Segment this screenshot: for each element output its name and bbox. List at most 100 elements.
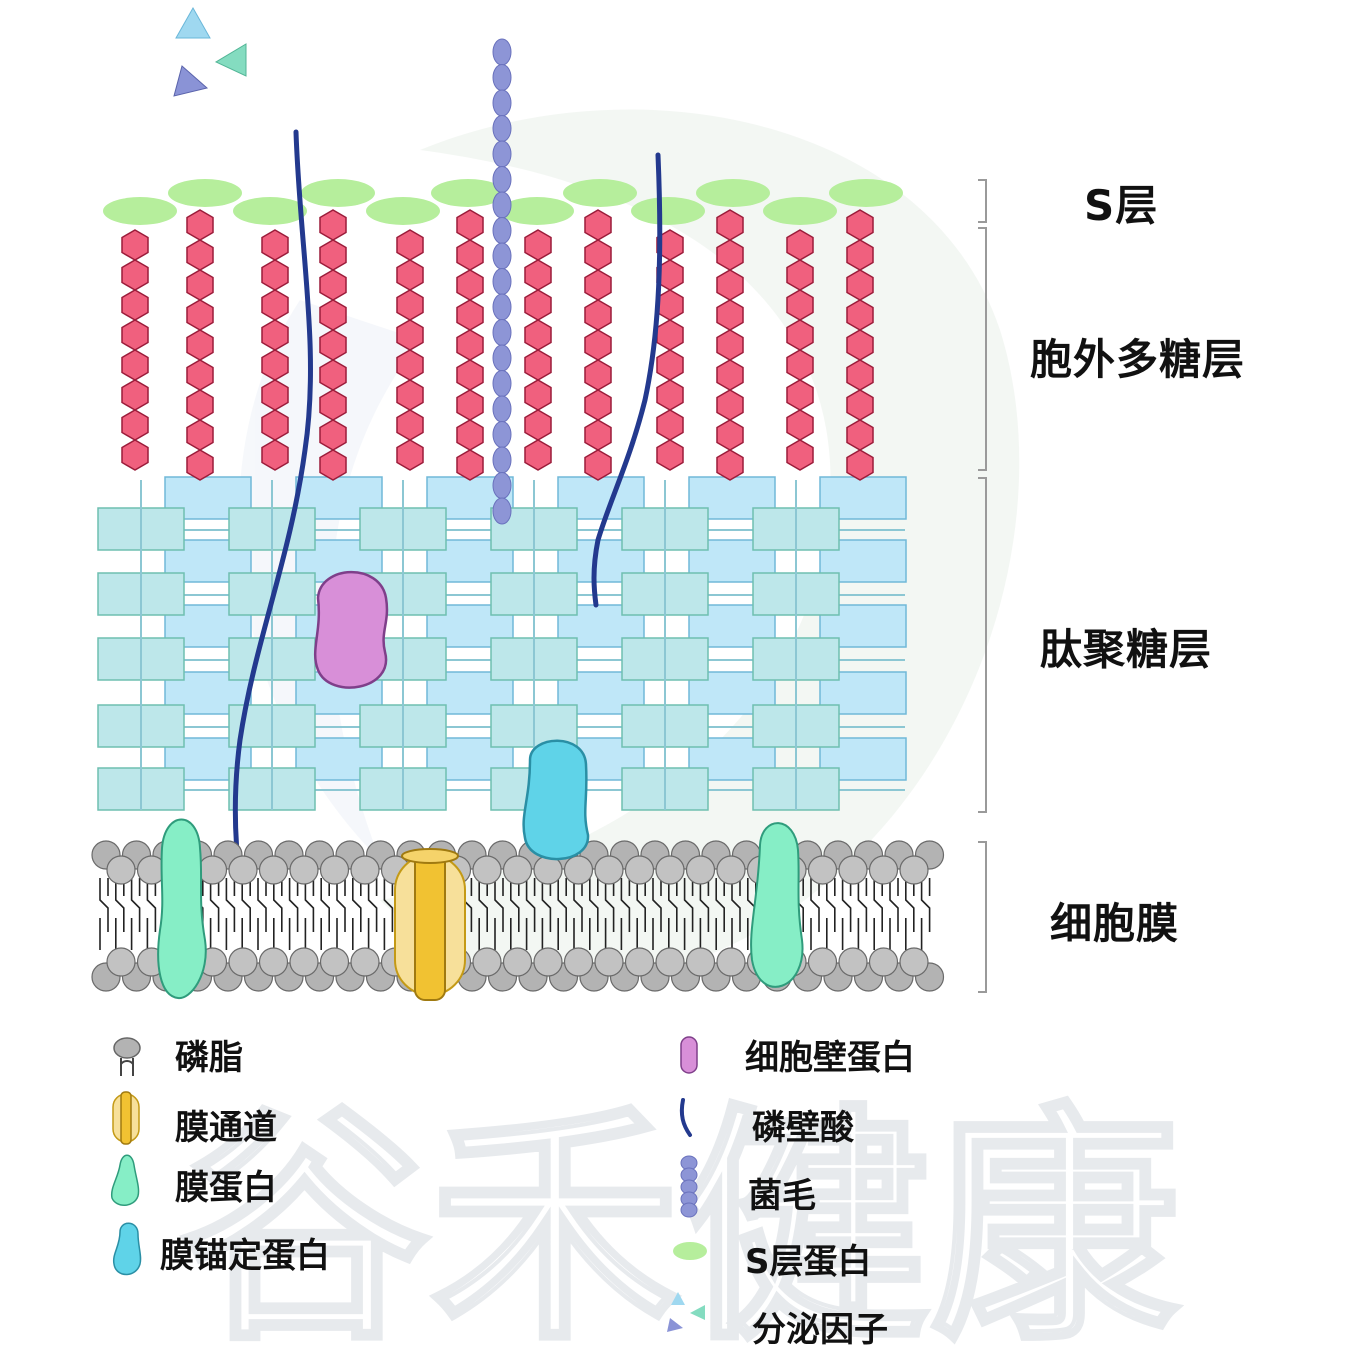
legend-label-phospholipid: 磷脂 xyxy=(175,1038,243,1078)
phospholipid-tail xyxy=(920,878,931,950)
phospholipid-tail xyxy=(146,878,157,950)
legend-label-s-layer-protein: S层蛋白 xyxy=(745,1242,872,1282)
polysaccharide-unit xyxy=(261,379,289,411)
polysaccharide-unit xyxy=(786,409,814,441)
polysaccharide-unit xyxy=(261,229,289,261)
polysaccharide-unit xyxy=(396,439,424,471)
s-layer-protein xyxy=(431,179,505,207)
polysaccharide-unit xyxy=(319,449,347,481)
phospholipid-tail xyxy=(115,878,125,950)
pilus-subunit xyxy=(492,268,512,295)
membrane-protein-icon xyxy=(110,1154,140,1206)
cell-wall-protein xyxy=(313,570,389,689)
polysaccharide-unit xyxy=(524,319,552,351)
phospholipid-head xyxy=(594,855,624,885)
polysaccharide-unit xyxy=(319,269,347,301)
phospholipid-tail xyxy=(241,878,251,950)
phospholipid-head xyxy=(594,947,624,977)
polysaccharide-unit xyxy=(396,289,424,321)
polysaccharide-unit xyxy=(319,239,347,271)
phospholipid-tail xyxy=(905,878,915,950)
phospholipid-head xyxy=(624,855,655,885)
polysaccharide-unit xyxy=(716,329,744,361)
polysaccharide-unit xyxy=(716,239,744,271)
phospholipid-head xyxy=(807,947,838,977)
polysaccharide-unit xyxy=(584,419,612,451)
phospholipid-head xyxy=(258,947,289,977)
phospholipid-head xyxy=(716,947,746,977)
polysaccharide-unit xyxy=(584,269,612,301)
phospholipid-head xyxy=(899,855,929,885)
polysaccharide-unit xyxy=(261,289,289,321)
polysaccharide-unit xyxy=(846,449,874,481)
bracket-membrane xyxy=(978,841,987,993)
polysaccharide-unit xyxy=(121,259,149,291)
teichoic-acid-icon xyxy=(679,1098,692,1137)
polysaccharide-unit xyxy=(186,209,214,241)
phospholipid-icon xyxy=(113,1037,141,1076)
phospholipid-head xyxy=(258,855,289,885)
phospholipid-head xyxy=(563,855,594,885)
cell-wall-protein-icon xyxy=(680,1036,698,1074)
polysaccharide-unit xyxy=(261,259,289,291)
teichoic-acid-strand xyxy=(232,129,313,883)
polysaccharide-unit xyxy=(319,299,347,331)
membrane-protein xyxy=(157,818,207,1000)
polysaccharide-unit xyxy=(524,229,552,261)
polysaccharide-unit xyxy=(396,229,424,261)
polysaccharide-unit xyxy=(261,439,289,471)
legend-label-membrane-protein: 膜蛋白 xyxy=(175,1168,277,1208)
pilus xyxy=(492,38,512,525)
layer-brackets xyxy=(978,179,987,993)
polysaccharide-unit xyxy=(656,289,684,321)
polysaccharide-unit xyxy=(786,379,814,411)
polysaccharide-unit xyxy=(524,439,552,471)
layer-label-polysaccharide: 胞外多糖层 xyxy=(1030,335,1246,384)
phospholipid-head xyxy=(685,947,716,977)
polysaccharide-unit xyxy=(456,239,484,271)
polysaccharide-unit xyxy=(656,439,684,471)
s-layer-protein xyxy=(696,179,770,207)
polysaccharide-unit xyxy=(786,229,814,261)
phospholipid-head xyxy=(624,947,655,977)
polysaccharide-chains xyxy=(121,209,874,481)
membrane-channel xyxy=(394,848,466,1001)
pilus-subunit xyxy=(492,89,512,117)
teichoic-acid-strand xyxy=(591,152,663,608)
polysaccharide-unit xyxy=(584,209,612,241)
pilus-subunit xyxy=(492,395,512,423)
phospholipid-head xyxy=(563,947,594,977)
polysaccharide-unit xyxy=(121,439,149,471)
polysaccharide-unit xyxy=(121,229,149,261)
phospholipid-head xyxy=(838,947,868,977)
polysaccharide-unit xyxy=(319,419,347,451)
polysaccharide-unit xyxy=(261,349,289,381)
polysaccharide-unit xyxy=(846,269,874,301)
polysaccharide-unit xyxy=(319,209,347,241)
phospholipid-tail xyxy=(826,878,836,950)
layer-label-peptidoglycan: 肽聚糖层 xyxy=(1040,625,1213,674)
polysaccharide-unit xyxy=(319,329,347,361)
pilus-subunit xyxy=(492,293,512,321)
polysaccharide-unit xyxy=(186,239,214,271)
pilus-subunit xyxy=(492,319,512,346)
phospholipid-head xyxy=(533,947,563,977)
polysaccharide-unit xyxy=(186,419,214,451)
phospholipid-head xyxy=(289,947,319,977)
phospholipid-tail xyxy=(589,878,599,950)
polysaccharide-unit xyxy=(786,289,814,321)
polysaccharide-unit xyxy=(396,349,424,381)
polysaccharide-unit xyxy=(186,389,214,421)
pilus-subunit xyxy=(492,497,512,525)
phospholipid-tail xyxy=(304,878,315,950)
layer-label-s-layer: S层 xyxy=(1084,181,1159,230)
pilus-subunit xyxy=(492,446,512,474)
polysaccharide-unit xyxy=(846,419,874,451)
bracket-peptidoglycan xyxy=(978,477,987,813)
polysaccharide-unit xyxy=(261,319,289,351)
phospholipid-head xyxy=(350,855,380,885)
polysaccharide-unit xyxy=(524,289,552,321)
phospholipid-head xyxy=(502,855,533,885)
legend-label-membrane-channel: 膜通道 xyxy=(175,1108,277,1148)
polysaccharide-unit xyxy=(121,409,149,441)
